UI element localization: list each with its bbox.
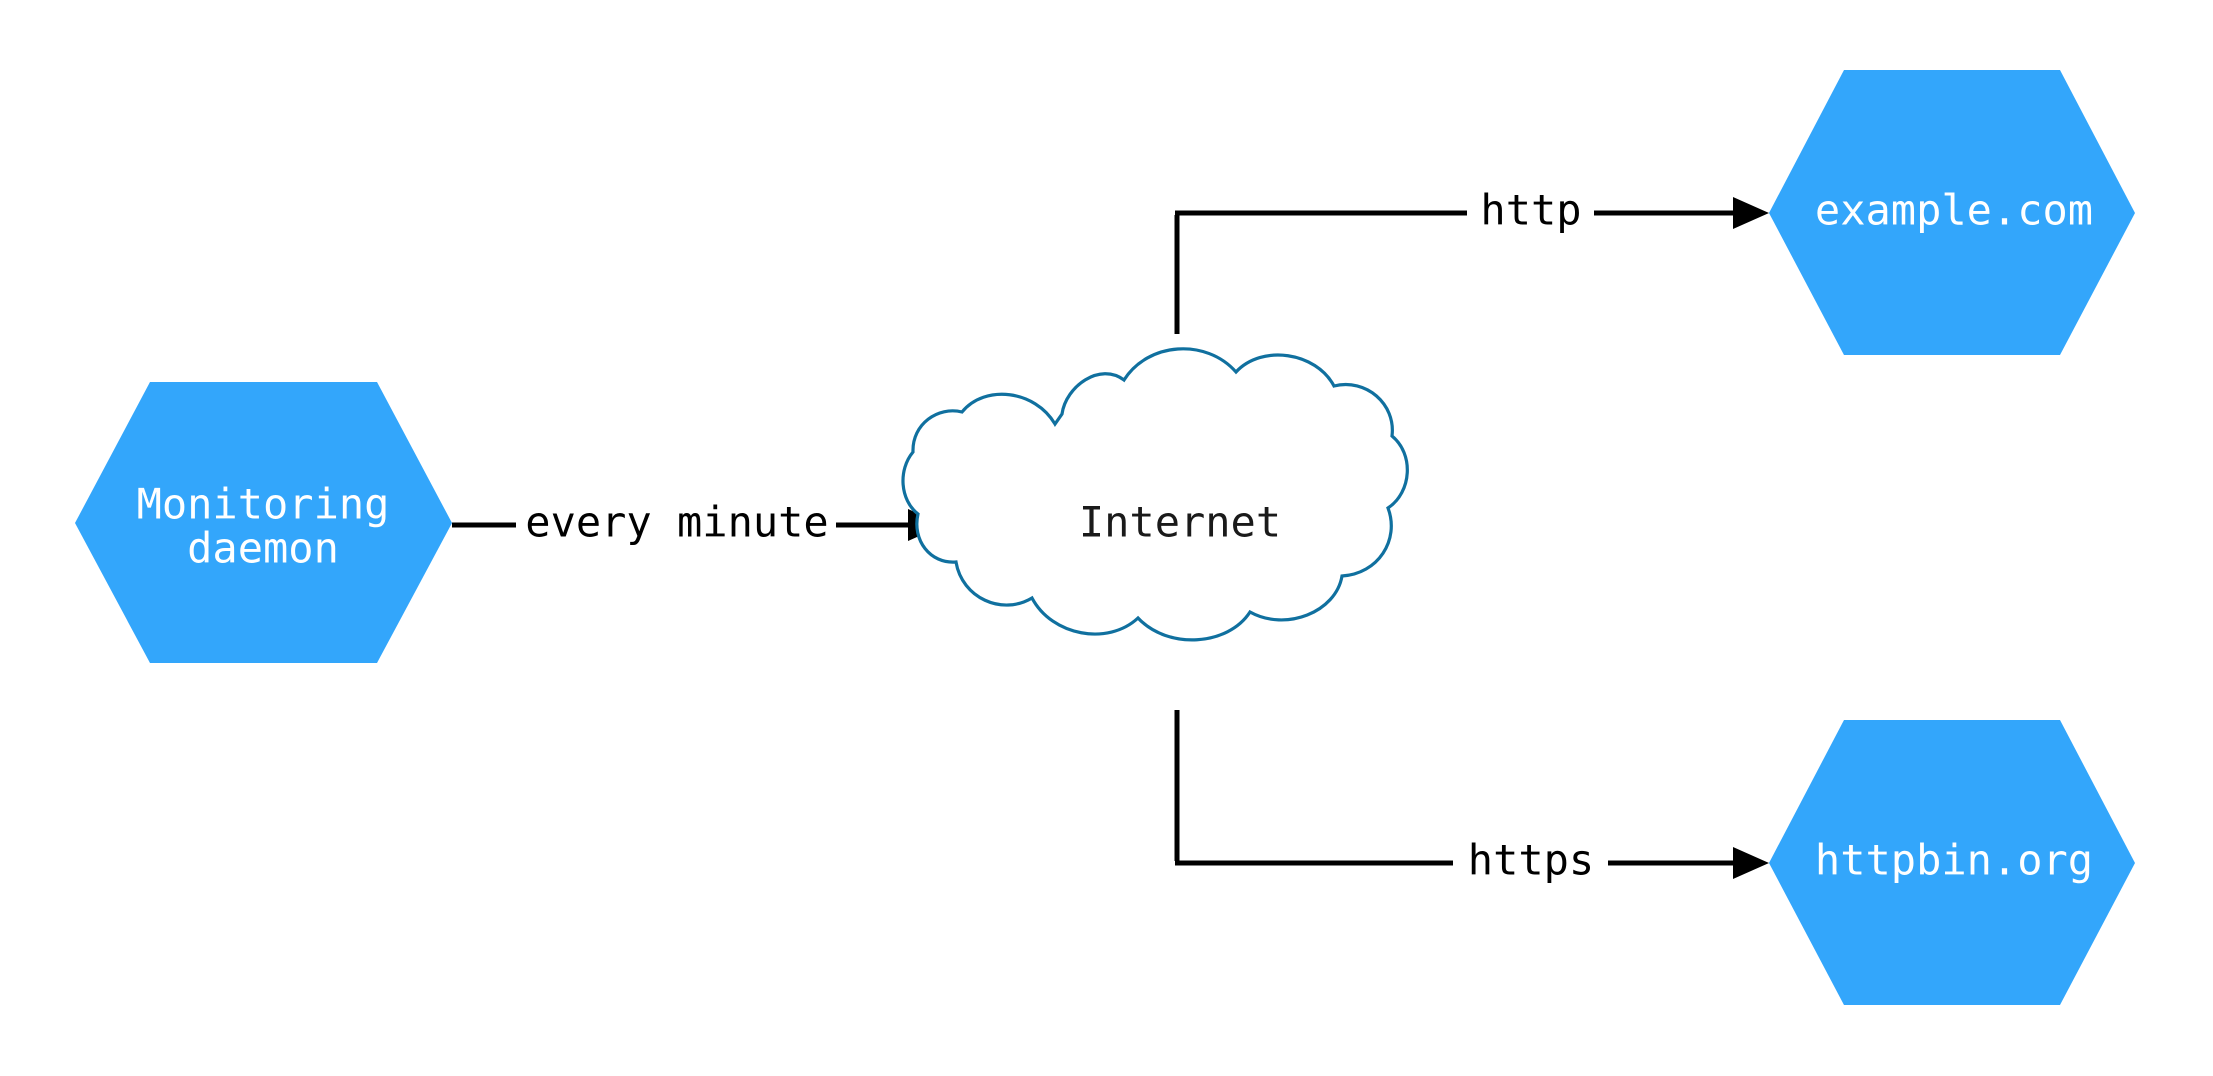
node-internet[interactable]: Internet (901, 347, 1409, 642)
edge-daemon-to-internet[interactable]: every minute (452, 498, 944, 547)
node-label-line1: Monitoring (137, 480, 390, 529)
node-monitoring-daemon[interactable]: Monitoring daemon (75, 382, 452, 663)
arrow-head-icon (1733, 847, 1769, 879)
node-example-com[interactable]: example.com (1769, 70, 2135, 355)
hexagon-shape (1769, 70, 2135, 355)
edge-internet-to-httpbin[interactable]: https (1174, 710, 1769, 885)
node-label-httpbin-org: httpbin.org (1815, 836, 2093, 885)
hexagon-shape (75, 382, 452, 663)
edge-label-http: http (1480, 186, 1581, 235)
cloud-shape (901, 347, 1409, 642)
node-label-internet: Internet (1079, 498, 1281, 547)
hexagon-shape (1769, 720, 2135, 1005)
edge-internet-to-example[interactable]: http (1174, 186, 1769, 335)
node-httpbin-org[interactable]: httpbin.org (1769, 720, 2135, 1005)
edge-label-every-minute: every minute (525, 498, 828, 547)
arrow-head-icon (1733, 197, 1769, 229)
node-label-example-com: example.com (1815, 186, 2093, 235)
edge-label-https: https (1468, 836, 1594, 885)
node-label-line2: daemon (187, 524, 339, 573)
